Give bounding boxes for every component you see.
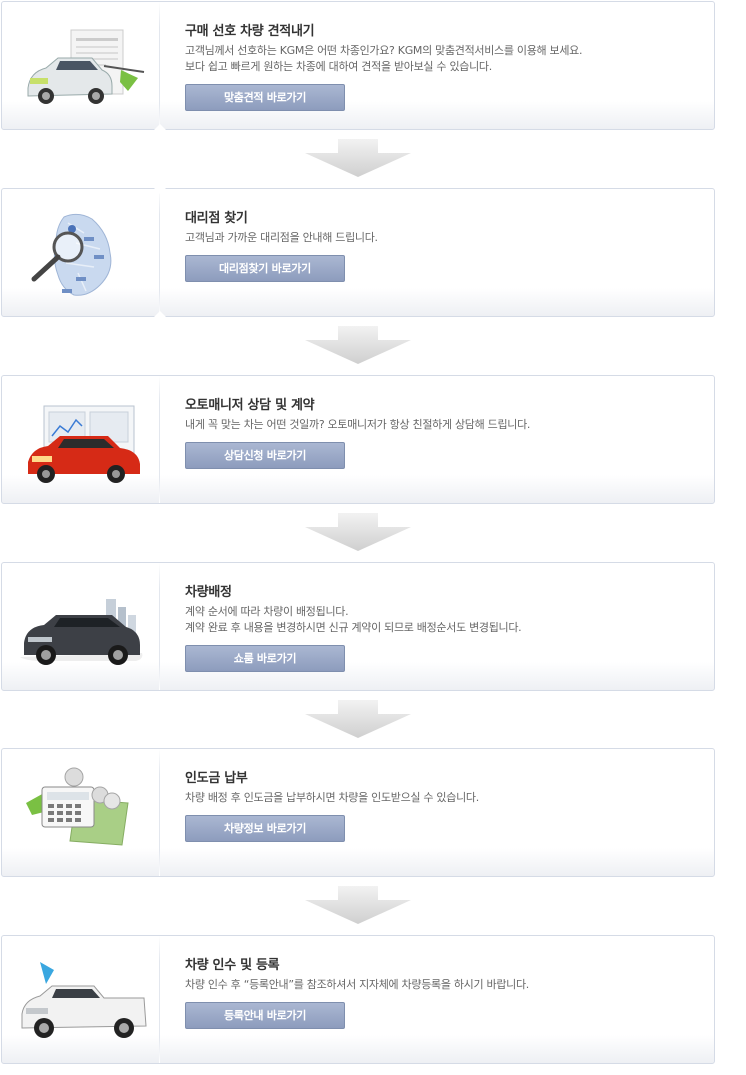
step-title: 차량배정 xyxy=(185,585,232,600)
arrow-down-icon xyxy=(305,326,411,364)
registration-guide-button[interactable]: 등록안내 바로가기 xyxy=(185,1002,345,1029)
arrow-down-icon xyxy=(305,700,411,738)
step-card-4: 차량배정 계약 순서에 따라 차량이 배정됩니다. 계약 완료 후 내용을 변경… xyxy=(1,562,715,691)
step-title: 차량 인수 및 등록 xyxy=(185,958,280,973)
step-description: 차량 인수 후 “등록안내”를 참조하셔서 지자체에 차량등록을 하시기 바랍니… xyxy=(185,978,529,991)
consult-request-button[interactable]: 상담신청 바로가기 xyxy=(185,442,345,469)
step-card-5: 인도금 납부 차량 배정 후 인도금을 납부하시면 차량을 인도받으실 수 있습… xyxy=(1,748,715,877)
find-dealer-button[interactable]: 대리점찾기 바로가기 xyxy=(185,255,345,282)
step-card-3: 오토매니저 상담 및 계약 내게 꼭 맞는 차는 어떤 것일까? 오토매니저가 … xyxy=(1,375,715,504)
suv-city-image xyxy=(20,599,143,665)
step-description: 계약 순서에 따라 차량이 배정됩니다. 계약 완료 후 내용을 변경하시면 신… xyxy=(185,605,522,634)
step-card-6: 차량 인수 및 등록 차량 인수 후 “등록안내”를 참조하셔서 지자체에 차량… xyxy=(1,935,715,1064)
consult-image xyxy=(28,405,140,483)
step-description: 내게 꼭 맞는 차는 어떤 것일까? 오토매니저가 항상 친절하게 상담해 드립… xyxy=(185,418,531,431)
car-quote-image xyxy=(27,29,145,104)
arrow-down-icon xyxy=(305,886,411,924)
step-title: 오토매니저 상담 및 계약 xyxy=(185,398,315,413)
step-title: 인도금 납부 xyxy=(185,771,248,786)
step-card-1: 구매 선호 차량 견적내기 고객님께서 선호하는 KGM은 어떤 차종인가요? … xyxy=(1,1,715,130)
arrow-down-icon xyxy=(305,513,411,551)
step-title: 대리점 찾기 xyxy=(185,211,248,226)
step-description: 차량 배정 후 인도금을 납부하시면 차량을 인도받으실 수 있습니다. xyxy=(185,791,479,804)
vehicle-info-button[interactable]: 차량정보 바로가기 xyxy=(185,815,345,842)
custom-quote-button[interactable]: 맞춤견적 바로가기 xyxy=(185,84,345,111)
dealer-map-image xyxy=(31,213,112,296)
step-description: 고객님과 가까운 대리점을 안내해 드립니다. xyxy=(185,231,378,244)
step-title: 구매 선호 차량 견적내기 xyxy=(185,24,315,39)
step-description: 고객님께서 선호하는 KGM은 어떤 차종인가요? KGM의 맞춤견적서비스를 … xyxy=(185,44,583,73)
showroom-button[interactable]: 쇼룸 바로가기 xyxy=(185,645,345,672)
pickup-truck-image xyxy=(21,962,147,1038)
step-card-2: 대리점 찾기 고객님과 가까운 대리점을 안내해 드립니다. 대리점찾기 바로가… xyxy=(1,188,715,317)
calculator-money-image xyxy=(26,767,129,846)
arrow-down-icon xyxy=(305,139,411,177)
